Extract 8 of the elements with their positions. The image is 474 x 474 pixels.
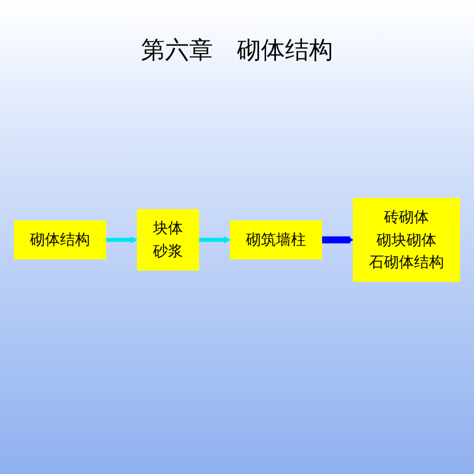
arrow [322, 236, 354, 244]
node-box: 块体 砂浆 [136, 209, 200, 271]
arrow [198, 236, 231, 244]
node-box: 砌体结构 [14, 220, 106, 260]
arrow [106, 236, 138, 244]
node-box: 砖砌体 砌块砌体 石砌体结构 [352, 198, 460, 282]
node-box: 砌筑墙柱 [230, 220, 322, 260]
title: 第六章 砌体结构 [141, 35, 333, 66]
